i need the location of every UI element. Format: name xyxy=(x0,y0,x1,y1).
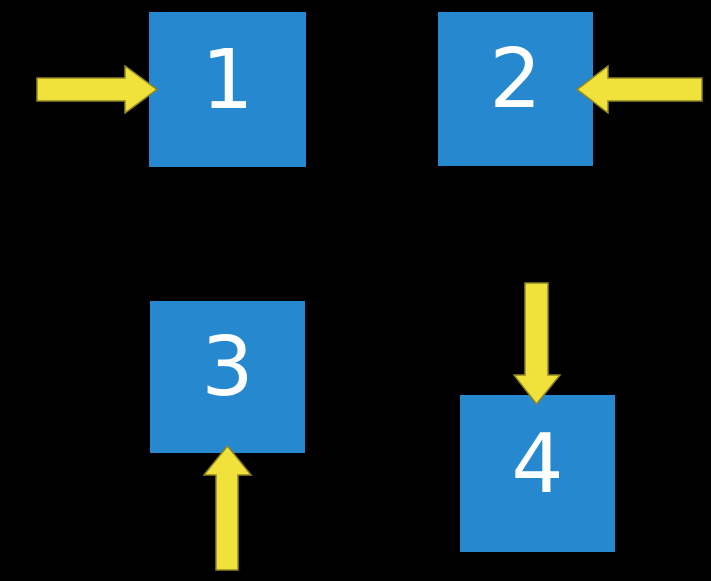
box-1-label: 1 xyxy=(201,32,254,128)
box-4[interactable]: 4 xyxy=(460,395,615,552)
box-1[interactable]: 1 xyxy=(149,12,306,167)
box-2-label: 2 xyxy=(489,32,542,127)
arrow-up-icon[interactable] xyxy=(203,445,253,571)
arrow-right-icon[interactable] xyxy=(36,65,159,114)
box-2[interactable]: 2 xyxy=(438,12,593,166)
arrow-down-icon[interactable] xyxy=(513,282,561,406)
box-3[interactable]: 3 xyxy=(150,301,305,453)
box-3-label: 3 xyxy=(201,320,254,415)
arrow-left-icon[interactable] xyxy=(576,65,703,114)
box-4-label: 4 xyxy=(511,416,564,512)
